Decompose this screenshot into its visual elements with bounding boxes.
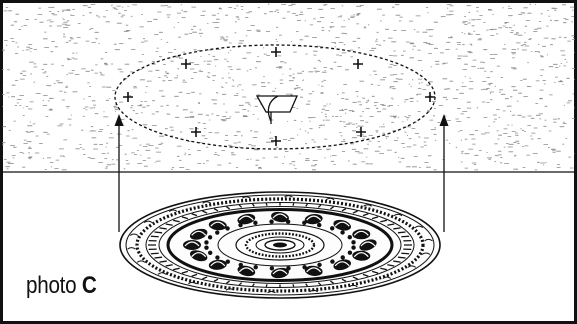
rose-rim-tick [293, 284, 294, 286]
rose-bead [302, 265, 306, 269]
rose-bead [253, 221, 257, 225]
caption-text: photo [26, 272, 76, 299]
rose-bead [286, 266, 290, 270]
caption-letter: C [82, 272, 97, 299]
rose-bead [351, 240, 355, 244]
rose-bead [239, 263, 243, 267]
ceiling-rose-icon [120, 192, 440, 298]
rose-rim-tick [154, 257, 162, 258]
rose-bead [215, 230, 219, 234]
rose-rim-tick [266, 284, 267, 286]
rose-rim-tick [401, 253, 409, 254]
rose-rim-tick [266, 203, 267, 205]
rose-bead [348, 235, 352, 239]
rose-bead [341, 255, 345, 259]
rose-rim-tick [154, 232, 162, 233]
rose-rim-tick [398, 257, 406, 258]
rose-bead [208, 235, 212, 239]
rose-rim-tick [398, 232, 406, 233]
rose-bead [270, 266, 274, 270]
rose-bead [226, 259, 230, 263]
rose-bead [204, 245, 208, 249]
rose-bead [208, 251, 212, 255]
rose-bead [317, 263, 321, 267]
rose-bead [317, 223, 321, 227]
rose-bead [340, 230, 344, 234]
rose-bead [330, 226, 334, 230]
rose-rim-tick [151, 236, 159, 237]
rose-bead [286, 219, 290, 223]
photo-caption: photo C [26, 272, 97, 300]
rose-bead [302, 221, 306, 225]
rose-bead [215, 255, 219, 259]
rose-bead [254, 265, 258, 269]
rose-bead [351, 245, 355, 249]
rose-bead [348, 251, 352, 255]
rose-rim-tick [151, 253, 159, 254]
rose-bead [269, 219, 273, 223]
rose-bead [225, 226, 229, 230]
rose-bead [330, 259, 334, 263]
rose-rim-tick [401, 236, 409, 237]
rose-bead [238, 223, 242, 227]
rose-rim-tick [293, 203, 294, 205]
rose-bead [204, 240, 208, 244]
